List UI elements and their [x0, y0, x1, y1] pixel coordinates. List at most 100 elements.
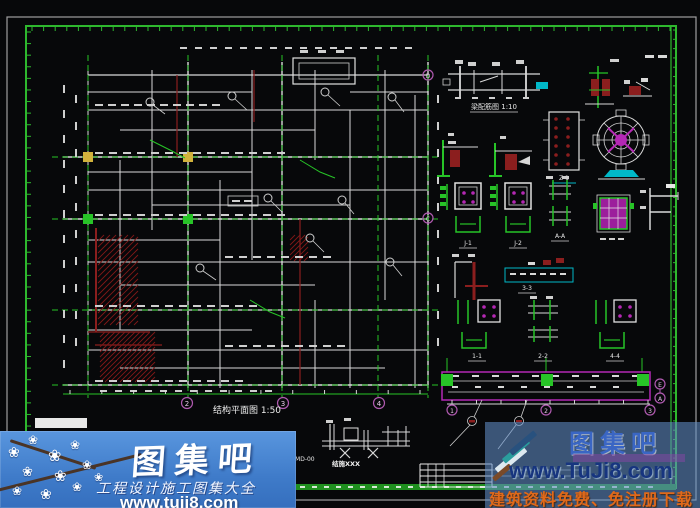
r: [629, 86, 641, 95]
cyan-pad: [536, 82, 548, 89]
r: [666, 184, 675, 188]
r: [468, 62, 476, 66]
p: [149, 139, 186, 159]
l: [339, 447, 351, 459]
r: [615, 109, 627, 117]
r: [546, 176, 553, 179]
l: [635, 81, 651, 91]
floor-plan-gridlines: [52, 55, 438, 398]
r: [468, 254, 475, 257]
top-ruler-ticks: [31, 27, 671, 31]
outer-frame: [6, 16, 697, 501]
r: [477, 299, 501, 323]
boxed-note: [227, 195, 259, 207]
column-marker-yellow: [183, 152, 193, 162]
t: 2: [185, 400, 189, 408]
t: 1: [450, 408, 454, 415]
r: [504, 182, 532, 210]
r: [562, 176, 569, 179]
r: [546, 296, 553, 299]
r: [530, 296, 537, 299]
l: [449, 424, 471, 447]
l: [152, 104, 166, 115]
r: [500, 136, 506, 139]
t: 2: [544, 408, 548, 415]
grid-bubble: [644, 404, 656, 416]
r: [490, 194, 496, 198]
l: [270, 200, 283, 213]
corner-note-2: [610, 59, 619, 62]
dots: [462, 191, 475, 204]
r: [452, 254, 459, 257]
callout: [385, 257, 395, 267]
detail-f-bracket: [640, 184, 679, 230]
r: [450, 150, 460, 167]
p: [299, 159, 336, 179]
p: [249, 299, 286, 319]
grid-bubble: [180, 396, 194, 410]
blossom-icon: ❀: [94, 472, 104, 484]
dashes: [452, 375, 639, 377]
l: [607, 127, 635, 153]
column-marker-green: [83, 214, 93, 224]
plan-title: 结构平面图 1:50: [213, 404, 281, 416]
callout: [337, 195, 347, 205]
r: [440, 202, 446, 206]
watermark-left-title: 图集吧: [130, 439, 263, 483]
watermark-right-strip: [573, 454, 685, 462]
blossom-icon: ❀: [82, 458, 93, 472]
r: [528, 262, 535, 265]
blossom-icon: ❀: [72, 480, 83, 494]
t: D: [426, 73, 431, 80]
t: A: [658, 396, 663, 403]
detail-top-right-bracket: [585, 66, 652, 108]
detail-label: 4-4: [610, 353, 620, 360]
p: [461, 332, 487, 349]
column-marker-green: [183, 214, 193, 224]
p: [455, 216, 481, 233]
grid-bubble: [372, 396, 386, 410]
r: [640, 206, 646, 209]
t: 3: [648, 408, 652, 415]
r: [599, 197, 628, 230]
left-dimension-text: [75, 95, 77, 346]
dashes: [510, 273, 566, 275]
detail-label: J-2: [513, 240, 522, 247]
blossom-icon: ❀: [70, 438, 81, 452]
detail-compass: [592, 109, 650, 180]
r: [591, 79, 599, 96]
dashes: [225, 345, 345, 347]
r: [516, 420, 522, 423]
watermark-left-banner: ❀ ❀ ❀ ❀ ❀ ❀ ❀ ❀ ❀ ❀ ❀ 图集吧 工程设计施工图集大全 www…: [0, 431, 296, 508]
callout: [227, 91, 237, 101]
watermark-right-title: 图集吧: [569, 430, 663, 458]
r: [548, 111, 580, 171]
l: [479, 75, 499, 83]
detail-column-elevation: Z-1: [543, 111, 585, 184]
blossom-icon: ❀: [54, 468, 67, 485]
blossom-icon: ❀: [8, 444, 20, 460]
l: [234, 98, 248, 111]
stray-white-blob: [35, 418, 87, 428]
r: [592, 134, 600, 146]
watermark-left-subtitle: 工程设计施工图集大全: [96, 480, 256, 496]
r: [344, 418, 351, 421]
detail-label: TMD-00: [290, 456, 314, 463]
t: 4: [377, 400, 382, 408]
watermark-right-slogan: 建筑资料免费、免注册下载: [489, 492, 694, 508]
l: [344, 202, 355, 215]
dashes: [100, 390, 272, 392]
r: [490, 202, 496, 206]
r: [442, 78, 451, 86]
dots: [554, 117, 570, 166]
p: [599, 332, 625, 349]
left-dimension-text: [63, 85, 65, 368]
left-ruler-ticks: [27, 31, 31, 485]
dashes: [600, 238, 624, 240]
r: [543, 260, 551, 265]
detail-beam-elevation: 梁配筋图 1:10: [442, 60, 548, 113]
r: [508, 186, 528, 206]
